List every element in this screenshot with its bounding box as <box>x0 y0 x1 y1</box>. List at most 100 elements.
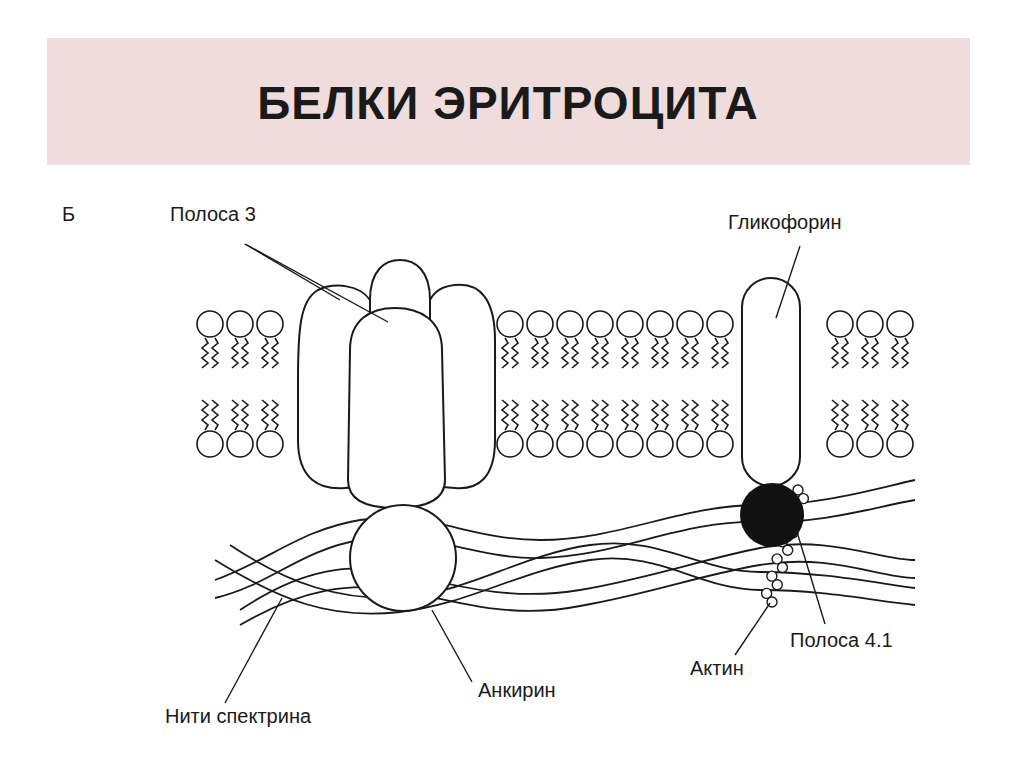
lipid-tail <box>512 338 518 368</box>
lipid-head <box>557 431 583 457</box>
lipid-head <box>707 311 733 337</box>
part-label: Актин <box>690 657 744 679</box>
lipid-tail <box>232 338 238 368</box>
lipid-tail <box>212 338 218 368</box>
lipid-tail <box>572 400 578 430</box>
lipid-tail <box>512 400 518 430</box>
lipid-head <box>827 311 853 337</box>
lipid-tail <box>502 338 508 368</box>
lipid-head <box>197 311 223 337</box>
lipid-tail <box>272 400 278 430</box>
lipid-tail <box>872 338 878 368</box>
lipid-tail <box>832 400 838 430</box>
lipid-head <box>527 311 553 337</box>
actin-bead <box>777 563 787 573</box>
panel-letter: Б <box>62 203 75 225</box>
lipid-tail <box>202 400 208 430</box>
lipid-tail <box>262 338 268 368</box>
lipid-tail <box>242 400 248 430</box>
lipid-head <box>887 431 913 457</box>
lipid-tail <box>602 338 608 368</box>
lipid-tail <box>532 400 538 430</box>
lipid-head <box>827 431 853 457</box>
part-label: Гликофорин <box>728 211 842 233</box>
lipid-tail <box>632 338 638 368</box>
lipid-tail <box>692 400 698 430</box>
lipid-tail <box>662 338 668 368</box>
glycophorin <box>742 278 800 486</box>
lipid-tail <box>542 338 548 368</box>
actin-bead <box>772 580 782 590</box>
band3-protein <box>298 260 495 508</box>
lipid-tail <box>842 400 848 430</box>
lipid-tail <box>622 400 628 430</box>
lipid-head <box>647 311 673 337</box>
lipid-tail <box>722 400 728 430</box>
actin-bead <box>783 545 793 555</box>
lipid-head <box>647 431 673 457</box>
lipid-tail <box>892 338 898 368</box>
lipid-head <box>887 311 913 337</box>
lipid-tail <box>662 400 668 430</box>
part-label: Анкирин <box>478 679 556 701</box>
lipid-head <box>857 311 883 337</box>
part-label: Нити спектрина <box>165 705 311 727</box>
lipid-tail <box>902 400 908 430</box>
lipid-tail <box>212 400 218 430</box>
lipid-tail <box>862 400 868 430</box>
lipid-tail <box>682 338 688 368</box>
lipid-head <box>617 431 643 457</box>
band41-protein <box>740 483 804 547</box>
lipid-tail <box>502 400 508 430</box>
lipid-tail <box>602 400 608 430</box>
lipid-head <box>677 311 703 337</box>
part-label: Полоса 4.1 <box>790 629 893 651</box>
part-label: Полоса 3 <box>170 203 256 225</box>
lipid-tail <box>272 338 278 368</box>
lipid-head <box>257 311 283 337</box>
lipid-tail <box>562 338 568 368</box>
lipid-head <box>497 431 523 457</box>
lipid-tail <box>592 400 598 430</box>
lipid-tail <box>692 338 698 368</box>
lipid-tail <box>542 400 548 430</box>
lipid-tail <box>652 338 658 368</box>
lipid-tail <box>532 338 538 368</box>
lipid-tail <box>892 400 898 430</box>
lipid-head <box>227 431 253 457</box>
lipid-tail <box>562 400 568 430</box>
lipid-head <box>257 431 283 457</box>
lipid-tail <box>842 338 848 368</box>
lipid-tail <box>262 400 268 430</box>
lipid-tail <box>592 338 598 368</box>
lipid-head <box>587 311 613 337</box>
lipid-tail <box>622 338 628 368</box>
lipid-head <box>527 431 553 457</box>
lipid-tail <box>712 338 718 368</box>
lipid-head <box>707 431 733 457</box>
lipid-tail <box>682 400 688 430</box>
lipid-tail <box>832 338 838 368</box>
lipid-tail <box>652 400 658 430</box>
ankyrin <box>350 505 456 611</box>
lipid-tail <box>202 338 208 368</box>
lipid-head <box>197 431 223 457</box>
page-title: БЕЛКИ ЭРИТРОЦИТА <box>257 78 758 129</box>
lipid-head <box>497 311 523 337</box>
lipid-tail <box>722 338 728 368</box>
lipid-head <box>227 311 253 337</box>
lipid-tail <box>242 338 248 368</box>
lipid-head <box>857 431 883 457</box>
lipid-head <box>677 431 703 457</box>
lipid-tail <box>862 338 868 368</box>
leader-lines <box>225 244 825 703</box>
spectrin-filaments <box>215 480 915 625</box>
lipid-head <box>617 311 643 337</box>
lipid-tail <box>572 338 578 368</box>
lipid-head <box>587 431 613 457</box>
lipid-tail <box>632 400 638 430</box>
lipid-tail <box>872 400 878 430</box>
lipid-tail <box>232 400 238 430</box>
lipid-tail <box>902 338 908 368</box>
lipid-tail <box>712 400 718 430</box>
